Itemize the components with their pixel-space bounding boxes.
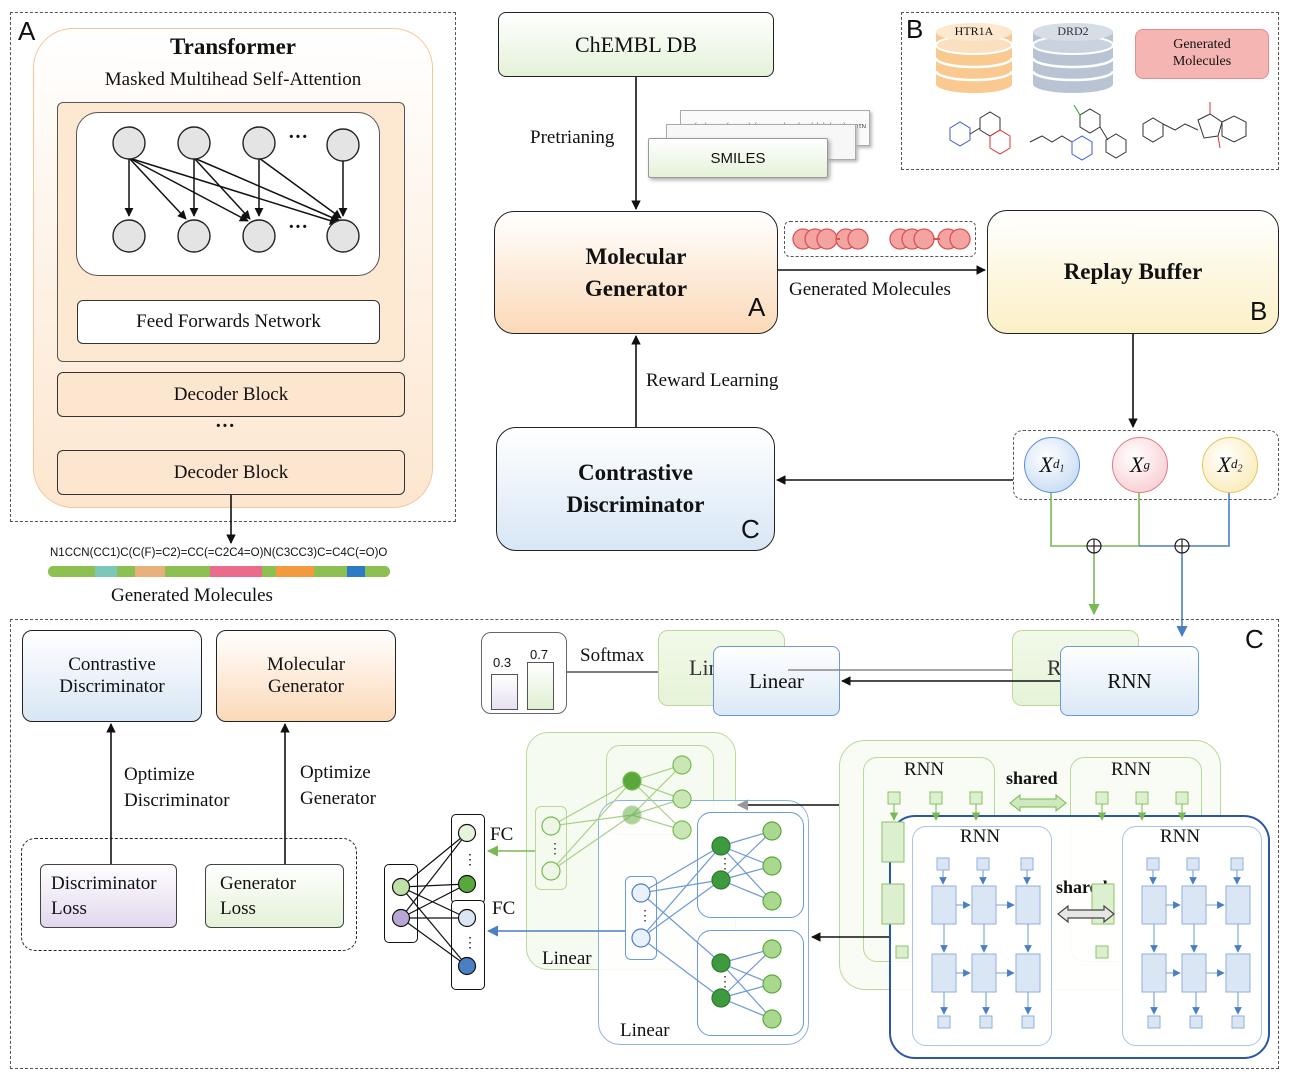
svg-text:⋮: ⋮: [718, 975, 732, 990]
attention-ellipsis-bottom: ···: [288, 216, 309, 238]
prob-bar-2: [527, 662, 554, 710]
c-contrastive-discriminator: Contrastive Discriminator: [22, 630, 202, 722]
fc-label-2: FC: [492, 898, 516, 919]
decoder-ellipsis: ···: [215, 415, 236, 437]
molecule-structure-3: [1142, 102, 1247, 149]
feed-forward-network: Feed Forwards Network: [77, 300, 380, 344]
prob-value-1: 0.3: [493, 655, 512, 670]
linear-front-box: Linear: [713, 646, 840, 716]
linear-green-label: Linear: [542, 948, 592, 969]
replay-buffer: Replay Buffer: [987, 210, 1279, 334]
generator-loss: Generator Loss: [205, 864, 344, 928]
rnn-blue-label-2: RNN: [1160, 826, 1201, 847]
generated-molecule-strip: [784, 221, 976, 257]
rnn-green-label-2: RNN: [1111, 759, 1152, 780]
panel-a-corner-label: A: [18, 16, 36, 46]
smiles-color-bar: [48, 566, 390, 577]
discriminator-corner-label: C: [741, 514, 760, 544]
generated-molecules-db: Generated Molecules: [1135, 29, 1269, 79]
panel-c-frame: [10, 619, 1279, 1069]
optimize-discriminator-label: Optimize Discriminator: [124, 764, 230, 811]
generated-molecules-label: Generated Molecules: [789, 279, 951, 300]
generator-corner-label: A: [748, 292, 766, 322]
linear-blue-inner-bottom: [697, 930, 804, 1036]
htr1a-label: HTR1A: [954, 24, 994, 38]
reward-learning-label: Reward Learning: [646, 370, 779, 391]
svg-text:⋮: ⋮: [718, 857, 732, 872]
drd2-label: DRD2: [1057, 24, 1089, 38]
svg-text:⋮: ⋮: [463, 853, 477, 868]
prob-value-2: 0.7: [530, 647, 549, 662]
shared-green-label: shared: [1006, 768, 1058, 788]
chembl-db: ChEMBL DB: [498, 12, 774, 77]
linear-blue-label: Linear: [620, 1020, 670, 1041]
panel-b-frame: [901, 12, 1279, 170]
transformer-title: Transformer: [169, 34, 297, 59]
decoder-block-2: Decoder Block: [57, 450, 405, 495]
molecule-structure-1: [949, 111, 1011, 155]
optimize-generator-label: Optimize Generator: [300, 762, 376, 809]
generated-molecules-label-a: Generated Molecules: [111, 585, 273, 606]
smiles-card: SMILES: [648, 138, 828, 178]
decoder-block-1: Decoder Block: [57, 372, 405, 417]
panel-a-frame: [10, 12, 456, 522]
rnn-front-box: RNN: [1060, 646, 1199, 716]
attention-subtitle: Masked Multihead Self-Attention: [104, 69, 362, 90]
attention-ellipsis-top: ···: [288, 126, 309, 148]
replay-corner-label: B: [1250, 296, 1268, 326]
pretraining-label: Pretrianing: [530, 127, 615, 148]
rnn-green-label-1: RNN: [904, 759, 945, 780]
rnn-blue-label-1: RNN: [960, 826, 1001, 847]
svg-text:⋮: ⋮: [463, 936, 477, 951]
svg-text:⋮: ⋮: [638, 909, 652, 924]
svg-text:⋮: ⋮: [548, 842, 562, 857]
c-molecular-generator: Molecular Generator: [216, 630, 396, 722]
softmax-label: Softmax: [580, 645, 645, 666]
fc-label-1: FC: [490, 824, 514, 845]
molecule-structure-2: [1029, 104, 1127, 161]
loss-group: [21, 838, 357, 951]
smiles-string: N1CCN(CC1)C(C(F)=C2)=CC(=C2C4=O)N(C3CC3)…: [50, 547, 388, 559]
discriminator-loss: Discriminator Loss: [40, 864, 177, 928]
linear-blue-inner-top: [697, 812, 804, 918]
samples-group: [1013, 430, 1279, 500]
panel-b-corner-label: B: [906, 14, 924, 44]
prob-bar-1: [491, 674, 518, 710]
panel-c-corner-label: C: [1245, 624, 1264, 654]
drd2-database-icon: [1031, 23, 1115, 93]
htr1a-database-icon: [934, 23, 1014, 93]
